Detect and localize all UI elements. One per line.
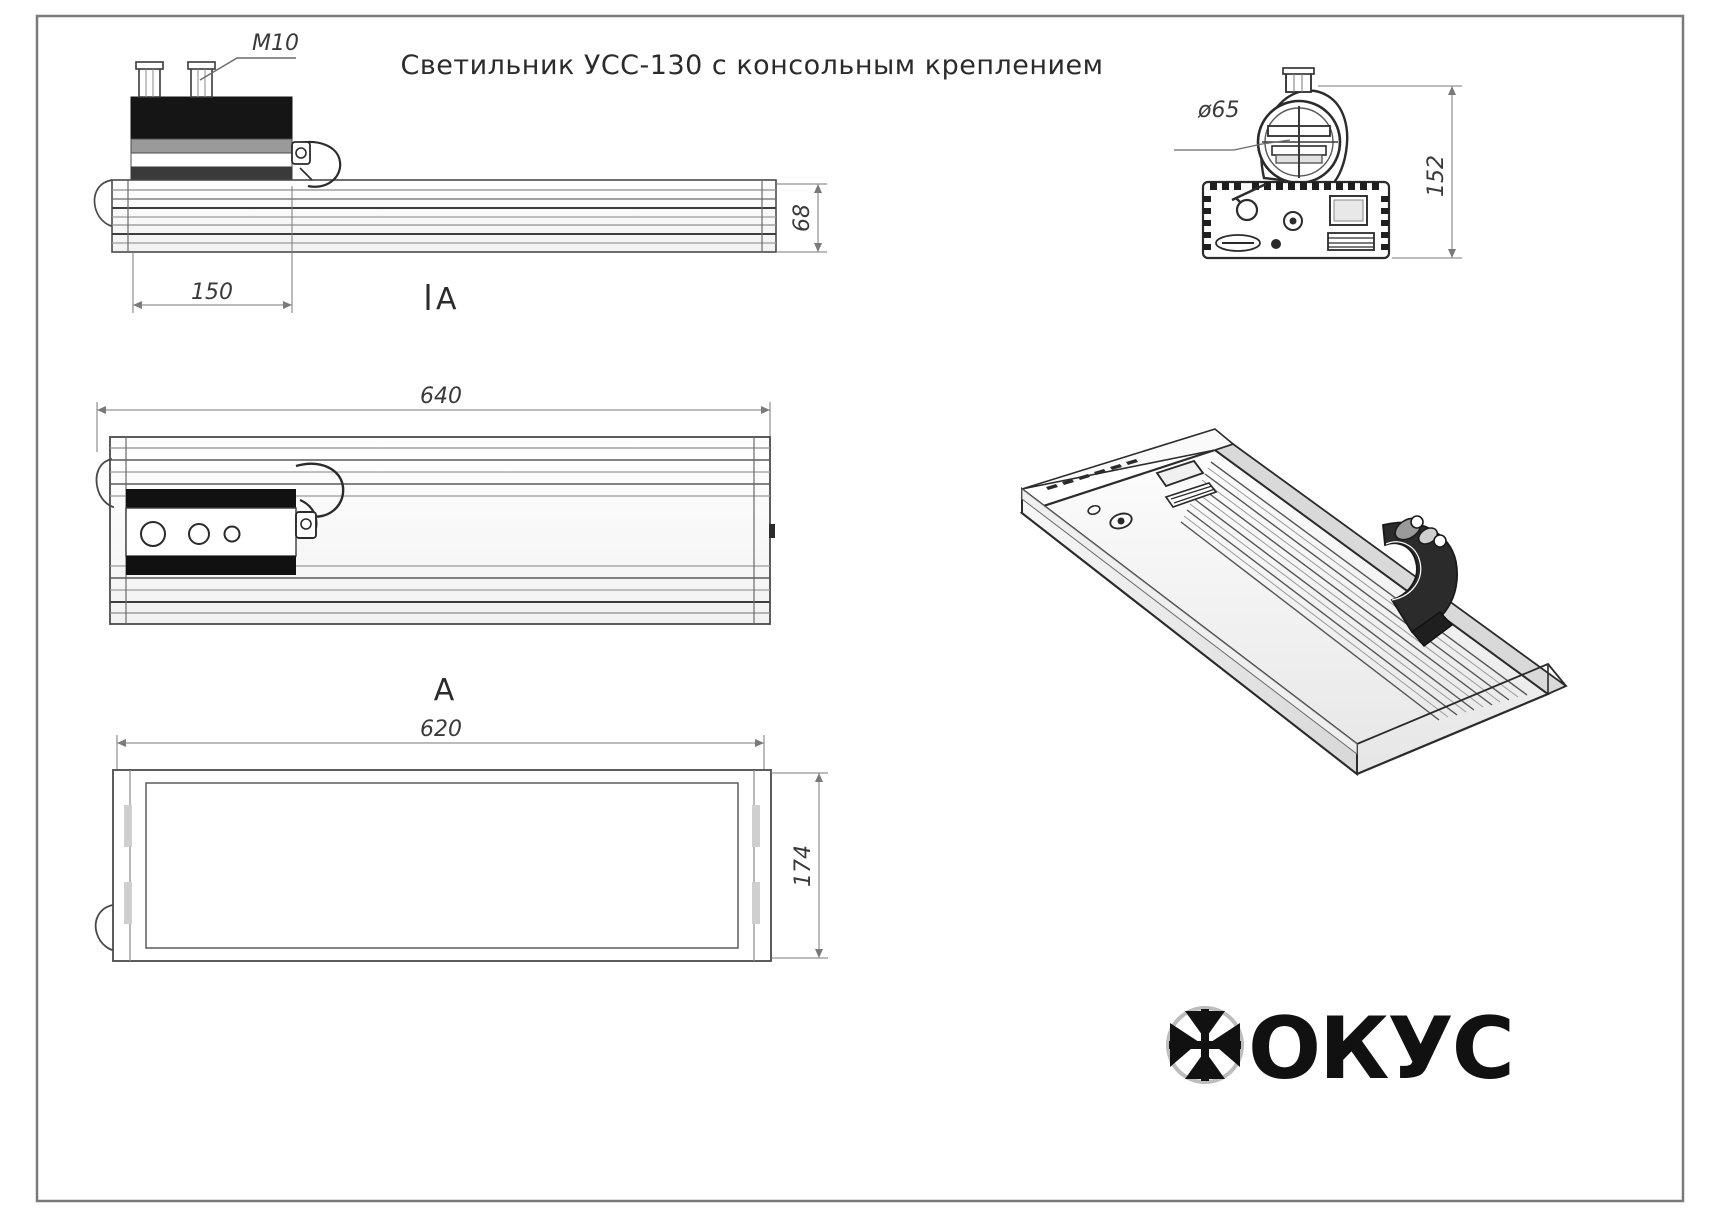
dimension-length-150: 150: [132, 186, 293, 313]
dimension-width-174: 174: [771, 772, 828, 959]
label-640: 640: [420, 384, 462, 409]
iso-housing-details: [1046, 459, 1218, 530]
logo-text: ОКУС: [1248, 999, 1513, 1099]
view-isometric: [1019, 428, 1568, 777]
label-section-a-main: A: [434, 673, 455, 708]
view-side-small: M10: [93, 31, 827, 317]
dimension-length-640: 640: [96, 384, 771, 452]
label-section-a-top: A: [436, 282, 457, 317]
view-end: ø65: [1174, 67, 1462, 260]
left-eyelet-bottom: [94, 904, 114, 951]
left-eyelet-small: [93, 179, 113, 227]
mounting-bracket-main: [95, 458, 115, 508]
dimension-height-68: 68: [776, 183, 827, 253]
end-body: [1201, 180, 1391, 260]
label-174: 174: [791, 845, 816, 887]
cable-gland-main: [295, 462, 345, 539]
label-150: 150: [191, 280, 233, 305]
cable-gland-small: [291, 140, 342, 188]
dimension-height-152: 152: [1318, 85, 1462, 259]
label-152: 152: [1424, 155, 1449, 197]
label-m10: M10: [252, 31, 299, 56]
bracket-ring: [1256, 67, 1349, 188]
sheet-border: [35, 14, 1685, 1203]
brand-logo: ОКУС: [1166, 999, 1515, 1099]
driver-block-main: [125, 489, 297, 575]
label-68: 68: [790, 204, 815, 232]
view-bottom: 620 174: [94, 717, 828, 962]
heatsink-body-small: [111, 179, 777, 253]
view-side-main: 640: [95, 384, 775, 625]
dimension-length-620: 620: [116, 717, 765, 790]
drawing-title: Светильник УСС-130 с консольным креплени…: [400, 50, 1103, 81]
label-620: 620: [420, 717, 462, 742]
label-diameter-65: ø65: [1197, 98, 1239, 123]
iso-bracket-clamp: [1382, 515, 1458, 647]
leader-m10: [199, 57, 296, 81]
leader-diameter-65: [1174, 139, 1291, 151]
focus-fan-icon: [1166, 1006, 1244, 1084]
section-mark-a-top: A: [426, 282, 457, 317]
mounting-studs: [135, 61, 216, 98]
